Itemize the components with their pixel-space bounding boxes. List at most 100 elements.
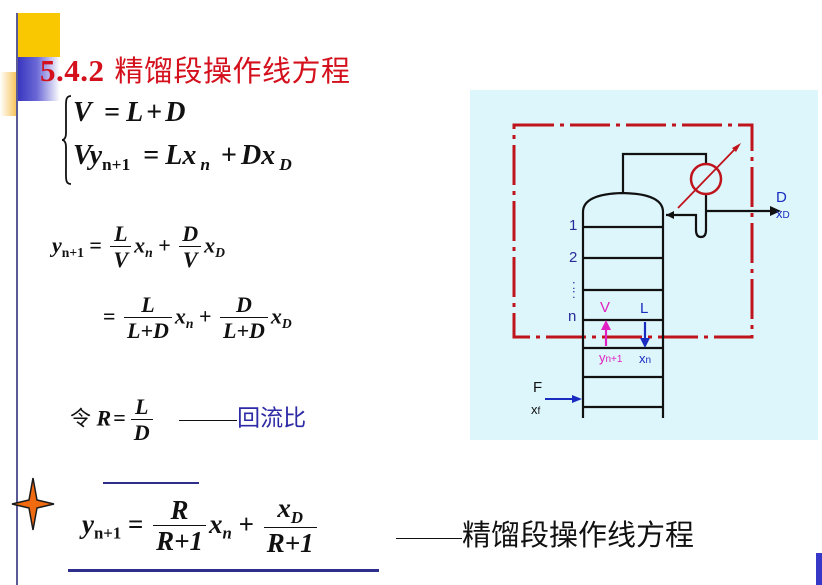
numerator: R [153,495,206,527]
decor-line-over [103,482,199,484]
decor-line-under [68,569,379,572]
slide-title: 5.4.2 精馏段操作线方程 [40,48,351,90]
label-text: x [776,206,783,221]
equation-total-balance: V =L+D [73,97,185,129]
denominator: R+1 [266,528,314,559]
reflux-arrow [666,211,674,219]
eq-symbol: x [209,508,223,539]
decor-orange-bar [0,72,16,116]
section-number: 5.4.2 [40,53,105,88]
eq-subscript: n+1 [102,155,131,175]
final-equation-label: 精馏段操作线方程 [396,512,694,554]
eq-symbol: D [165,97,186,128]
operating-line-label: 精馏段操作线方程 [462,518,695,552]
feed-label: F [533,379,543,396]
numerator: L [110,221,132,248]
eq-symbol: + [221,140,237,171]
feed-composition-label: xf [531,403,540,417]
decor-yellow-square [18,13,60,58]
numerator: L [130,394,153,421]
label-subscript: D [782,210,790,221]
liquid-composition-label: xn [639,352,651,366]
distillate-arrow [770,206,781,216]
label-subscript: n+1 [605,354,623,365]
label-subscript: f [537,406,541,417]
eq-subscript: n [222,523,232,543]
em-dash [179,419,238,421]
denominator: R+1 [156,526,203,557]
vapor-composition-label: yn+1 [599,351,622,365]
decor-blue-gradient-square [18,57,60,101]
distillation-column-svg [512,123,781,418]
eq-symbol: R [96,405,112,431]
label-text: y [599,350,606,365]
eq-subscript: n+1 [93,523,122,543]
let-symbol: 令 [70,406,91,431]
denominator: D [133,420,150,446]
eq-symbol: = [104,97,121,128]
tray-label-n: n [568,308,577,325]
eq-symbol: + [158,232,171,258]
section-title: 精馏段操作线方程 [114,54,351,88]
numerator: D [179,221,202,248]
eq-symbol: = [89,232,102,258]
vapor-label: V [600,299,611,316]
denominator: L+D [223,318,265,344]
denominator: V [182,247,198,273]
eq-subscript: D [281,316,292,332]
decor-vertical-rule [16,13,18,585]
eq-symbol: L [126,97,144,128]
eq-subscript: D [215,245,226,261]
distillate-label: D [776,189,787,206]
eq-subscript: n [185,316,194,332]
eq-subscript: n+1 [61,245,84,261]
distillate-composition-label: xD [776,207,790,221]
label-text: x [639,351,646,366]
eq-symbol: + [199,303,212,329]
overhead-piping [621,152,770,239]
feed-arrowhead [572,395,582,403]
control-boundary [512,123,754,339]
eq-symbol: Lx [165,140,197,171]
column-shell [581,191,665,418]
reflux-ratio-label: 回流比 [237,405,307,432]
label-subscript: n [645,355,652,366]
label-text: x [531,402,538,417]
eq-subscript: D [290,507,303,527]
vapor-arrowhead [601,320,611,330]
eq-symbol: x [174,303,186,329]
eq-subscript: D [279,155,292,175]
liquid-label: L [640,300,649,317]
eq-symbol: x [270,303,282,329]
eq-symbol: x [277,493,291,523]
numerator: L [124,292,172,319]
condenser-arrowhead [732,143,741,152]
denominator: V [113,247,129,273]
four-point-star-icon [11,477,55,531]
eq-symbol: Vy [73,140,103,171]
condenser-circle [689,162,723,196]
eq-symbol: = [113,405,126,431]
eq-symbol: + [238,508,254,539]
eq-symbol: V [73,97,92,128]
tray-label-ellipsis: :: [572,277,576,302]
numerator: D [220,292,268,319]
eq-symbol: = [143,140,160,171]
tray-label-2: 2 [569,249,578,266]
eq-subscript: n [200,155,210,175]
eq-symbol: = [103,303,116,329]
tray-label-1: 1 [569,217,578,234]
eq-symbol: x [204,232,216,258]
eq-symbol: y [82,508,94,539]
eq-symbol: + [146,97,163,128]
rectifying-section-diagram: 1 2 :: n V yn+1 L xn D xD F xf [470,90,818,440]
condenser-cooling-line [677,147,737,209]
